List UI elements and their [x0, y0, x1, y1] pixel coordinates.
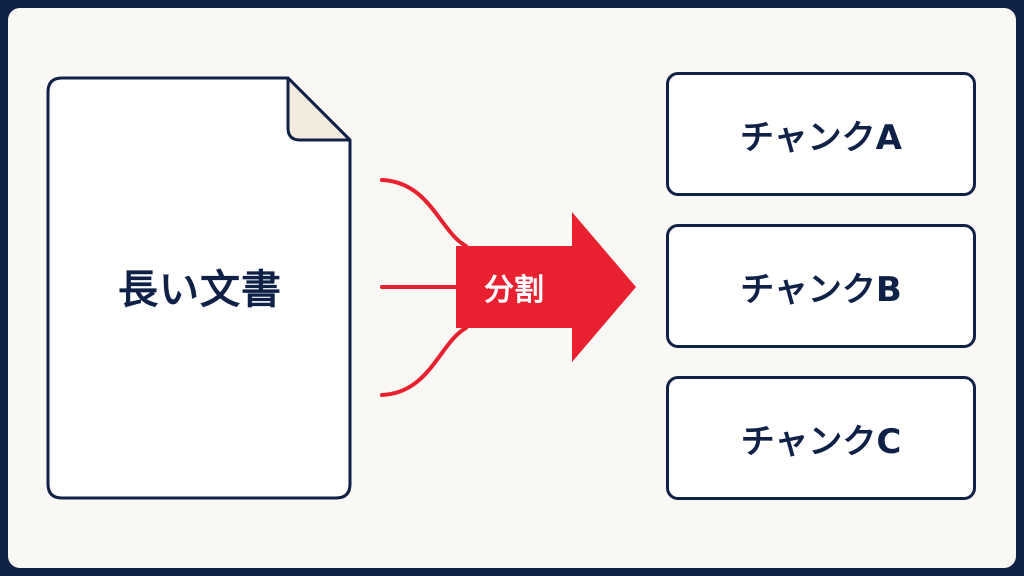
chunk-label-c: チャンクC [740, 421, 902, 462]
chunk-label-a: チャンクA [740, 117, 902, 158]
chunk-label-b: チャンクB [740, 269, 902, 310]
document-label: 長い文書 [118, 267, 282, 313]
document-shape [46, 76, 352, 500]
split-arrow [456, 212, 636, 362]
document-fold-corner [286, 76, 352, 142]
chunk-box-c: チャンクC [666, 376, 976, 500]
chunk-box-b: チャンクB [666, 224, 976, 348]
split-line-bottom [380, 326, 468, 397]
split-line-top [380, 178, 468, 248]
split-arrow-label: 分割 [484, 273, 544, 308]
chunk-box-a: チャンクA [666, 72, 976, 196]
